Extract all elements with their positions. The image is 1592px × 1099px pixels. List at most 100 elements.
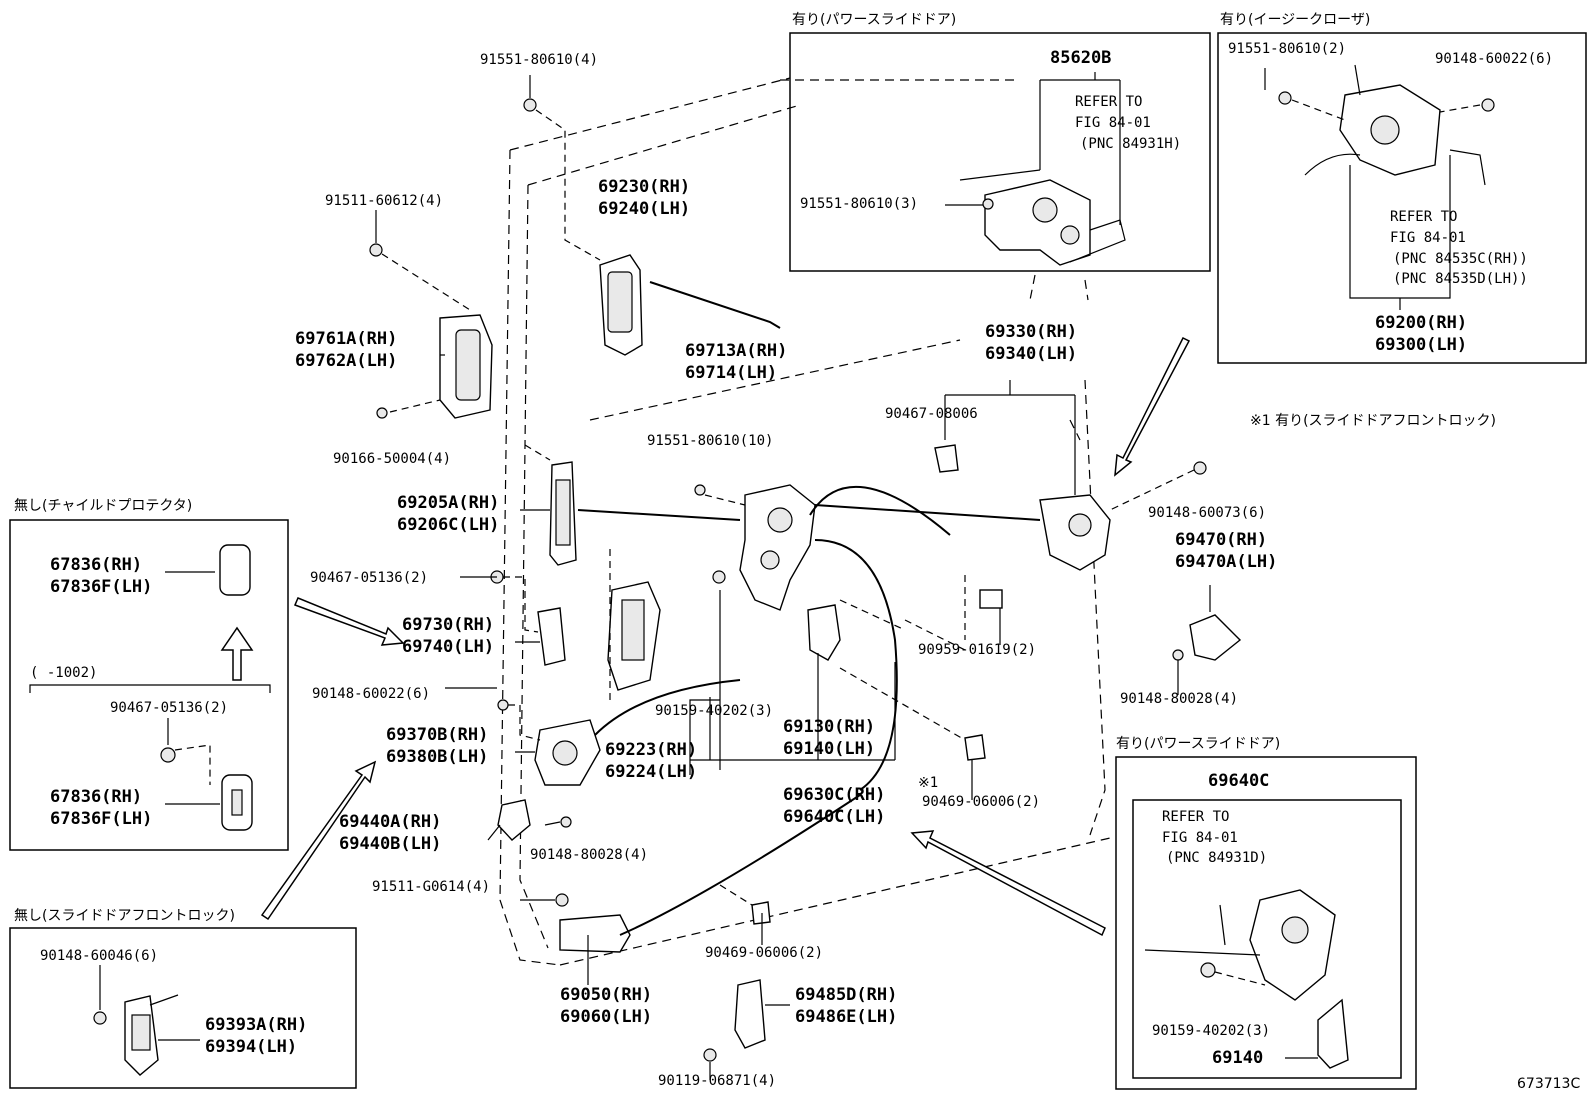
power-lock-unit [984, 179, 1091, 266]
label: 69761A(RH) [295, 329, 397, 349]
inset-easy-closer: 有り(イージークローザ) 91551-80610(2) 90148-60022(… [1217, 12, 1587, 364]
bolt-icon [712, 570, 726, 584]
bolt-icon [93, 1011, 107, 1025]
bolt-icon [560, 816, 572, 828]
label: 69130(RH) [783, 717, 875, 737]
label: 69485D(RH) [795, 985, 897, 1005]
part-label: 69140 [1212, 1048, 1263, 1068]
stopper-bracket [734, 979, 766, 1049]
label: 90159-40202(3) [655, 703, 773, 719]
inset-caption: 有り(イージークローザ) [1220, 12, 1370, 28]
bolt-label: 90159-40202(3) [1152, 1023, 1270, 1039]
striker [497, 799, 531, 841]
bolt-label: 90148-60046(6) [40, 948, 158, 964]
refer-line: (PNC 84535C(RH)) [1393, 251, 1528, 267]
bolt-label: 91551-80610(2) [1228, 41, 1346, 57]
label: 69050(RH) [560, 985, 652, 1005]
label: 90469-06006(2) [922, 794, 1040, 810]
part-label: 69200(RH) [1375, 313, 1467, 333]
label: 90148-80028(4) [1120, 691, 1238, 707]
cover-part [219, 544, 251, 596]
inset-title: 69640C [1208, 771, 1269, 791]
clip [934, 444, 959, 473]
clip [964, 734, 986, 761]
center-lock-assembly [739, 484, 816, 611]
label: 69640C(LH) [783, 807, 885, 827]
label: 90148-80028(4) [530, 847, 648, 863]
label: 91511-G0614(4) [372, 879, 490, 895]
main-parts [369, 98, 1242, 1062]
inset-title: 85620B [1050, 48, 1111, 68]
label: 69224(LH) [605, 762, 697, 782]
indicator-arrows [260, 336, 1191, 937]
label: 90469-06006(2) [705, 945, 823, 961]
stopper-bracket [1189, 614, 1242, 661]
arrow-icon [293, 597, 405, 646]
label: 90467-05136(2) [310, 570, 428, 586]
label: 69713A(RH) [685, 341, 787, 361]
label: 69762A(LH) [295, 351, 397, 371]
label: 90148-60022(6) [312, 686, 430, 702]
label: 69486E(LH) [795, 1007, 897, 1027]
bolt-label: 90467-05136(2) [110, 700, 228, 716]
label: 69440B(LH) [339, 834, 441, 854]
label: 90959-01619(2) [918, 642, 1036, 658]
bolt-icon [1200, 962, 1216, 978]
label: 69205A(RH) [397, 493, 499, 513]
part-label: 67836(RH) [50, 555, 142, 575]
label: 90166-50004(4) [333, 451, 451, 467]
inset-caption: 有り(パワースライドドア) [792, 12, 956, 28]
label: 69240(LH) [598, 199, 690, 219]
inset-caption: 無し(チャイルドプロテクタ) [14, 498, 192, 514]
label: 90119-06871(4) [658, 1073, 776, 1089]
label: 69440A(RH) [339, 812, 441, 832]
ref1-mark: ※1 [918, 775, 938, 791]
label: 91511-60612(4) [325, 193, 443, 209]
bolt-icon [523, 98, 537, 112]
part-label: 67836F(LH) [50, 577, 152, 597]
ref1-caption: ※1 有り(スライドドアフロントロック) [1250, 413, 1496, 429]
drawing-id: 673713C [1517, 1076, 1580, 1092]
bolt-icon [160, 747, 176, 763]
inset-power-slide-bottom: 有り(パワースライドドア) 69640C REFER TO FIG 84-01 … [1115, 736, 1417, 1090]
label: 69740(LH) [402, 637, 494, 657]
label: 69206C(LH) [397, 515, 499, 535]
arrow-icon [1114, 336, 1191, 477]
label: 69340(LH) [985, 344, 1077, 364]
label: 69060(LH) [560, 1007, 652, 1027]
label: 69330(RH) [985, 322, 1077, 342]
label: 69730(RH) [402, 615, 494, 635]
leader-lines [375, 75, 1211, 1080]
part-label: 69393A(RH) [205, 1015, 307, 1035]
label: 69380B(LH) [386, 747, 488, 767]
bolt-label: 90148-60022(6) [1435, 51, 1553, 67]
lock-handle [807, 604, 841, 661]
part-label: 69300(LH) [1375, 335, 1467, 355]
inset-caption: 有り(パワースライドドア) [1116, 736, 1280, 752]
label: 90467-08006 [885, 406, 978, 422]
label: 90148-60073(6) [1148, 505, 1266, 521]
label: 69223(RH) [605, 740, 697, 760]
label: 69630C(RH) [783, 785, 885, 805]
bolt-icon [369, 243, 383, 257]
clip [751, 901, 771, 925]
power-lock-unit [1249, 889, 1336, 1001]
label: 91551-80610(10) [647, 433, 773, 449]
label: 69230(RH) [598, 177, 690, 197]
bolt-icon [1172, 649, 1184, 661]
handle-part [1317, 998, 1349, 1069]
label: 69140(LH) [783, 739, 875, 759]
bolt-icon [555, 893, 569, 907]
refer-line: REFER TO [1075, 94, 1142, 110]
label: 91551-80610(4) [480, 52, 598, 68]
arrow-icon [910, 830, 1106, 937]
child-protector-lever [537, 607, 566, 666]
part-label: 69394(LH) [205, 1037, 297, 1057]
label: 69714(LH) [685, 363, 777, 383]
part-label: 67836(RH) [50, 787, 142, 807]
clamp [979, 589, 1003, 609]
bolt-icon [1278, 91, 1292, 105]
refer-line: (PNC 84535D(LH)) [1393, 271, 1528, 287]
bolt-icon [497, 699, 509, 711]
